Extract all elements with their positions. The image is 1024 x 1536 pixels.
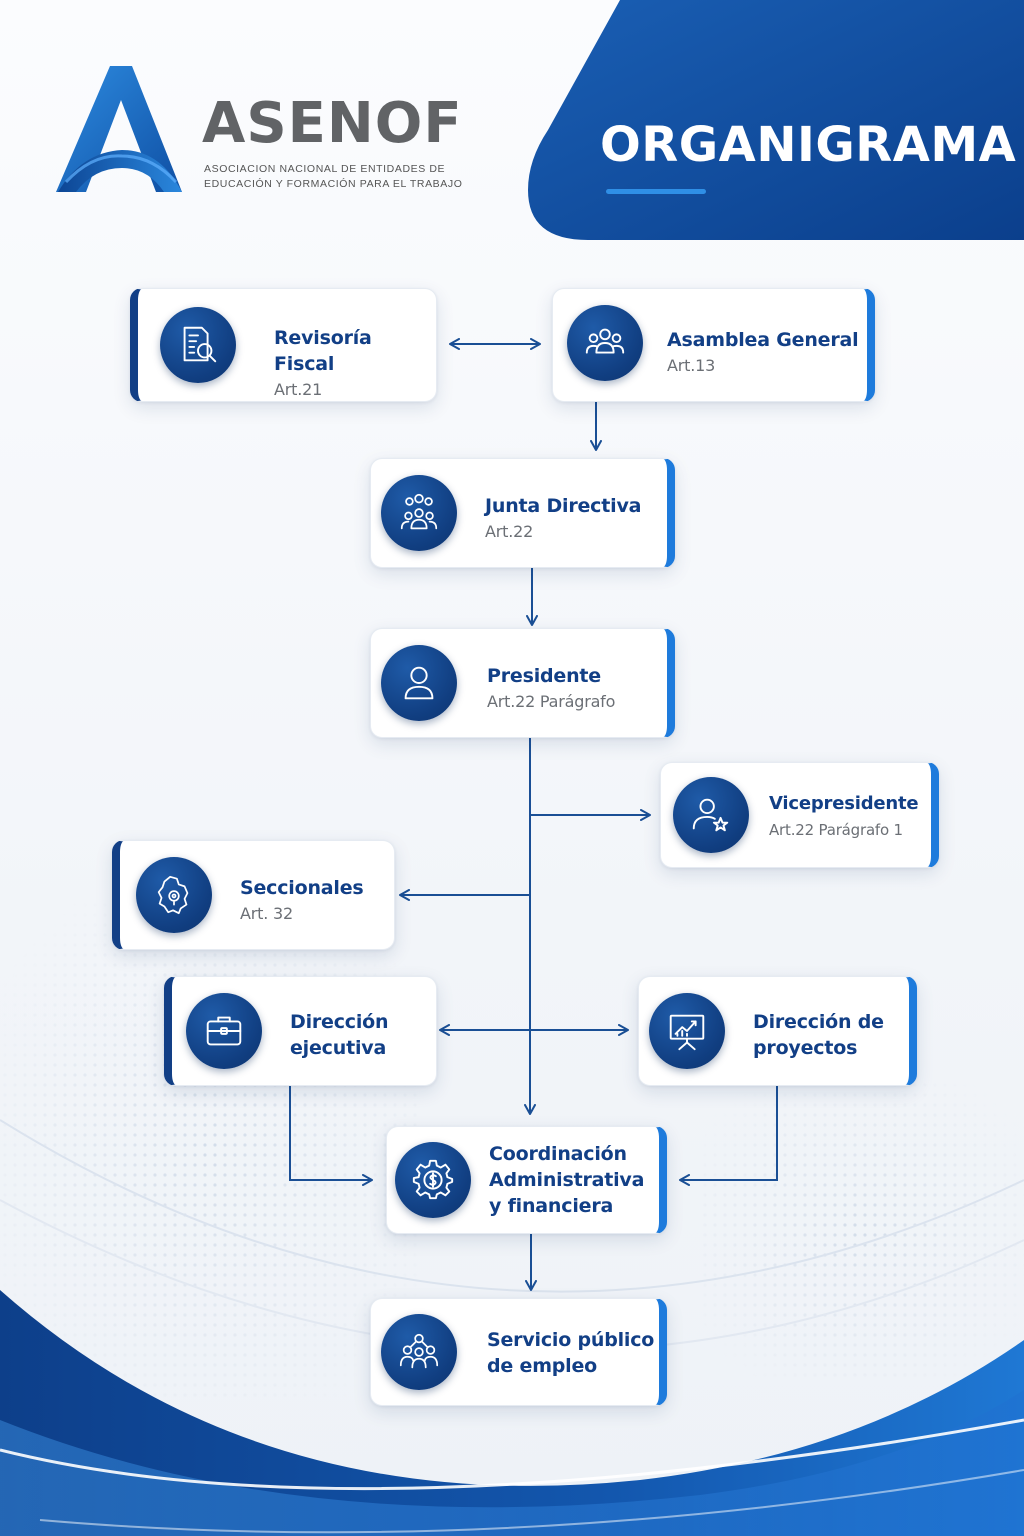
node-title: Junta Directiva (485, 495, 642, 517)
node-junta-directiva[interactable]: Junta Directiva Art.22 (370, 458, 675, 568)
page-title: ORGANIGRAMA (600, 117, 1017, 173)
logo-tagline-line2: EDUCACIÓN Y FORMACIÓN PARA EL TRABAJO (204, 178, 463, 190)
node-coordinacion-administrativa[interactable]: Coordinación Administrativa y financiera (386, 1126, 667, 1234)
node-article: Art.21 (274, 380, 323, 399)
node-title-line1: Servicio público (487, 1329, 655, 1351)
people-network-icon (381, 1314, 457, 1390)
document-search-icon (160, 307, 236, 383)
user-star-icon (673, 777, 749, 853)
node-title: Asamblea General (667, 329, 859, 351)
node-article: Art. 32 (240, 904, 293, 923)
node-title-line2: de empleo (487, 1355, 598, 1377)
node-title: Revisoría Fiscal (274, 327, 372, 375)
title-underline (606, 189, 706, 194)
asenof-logo-mark-icon (56, 66, 182, 192)
asenof-logo: ASENOF ASOCIACION NACIONAL DE ENTIDADES … (52, 64, 492, 204)
node-presidente[interactable]: Presidente Art.22 Parágrafo (370, 628, 675, 738)
node-article: Art.22 (485, 522, 534, 541)
node-seccionales[interactable]: Seccionales Art. 32 (112, 840, 395, 950)
node-article: Art.22 Parágrafo 1 (769, 821, 903, 839)
briefcase-icon (186, 993, 262, 1069)
node-title-line1: Dirección de (753, 1011, 884, 1033)
logo-tagline: ASOCIACION NACIONAL DE ENTIDADES DE EDUC… (204, 162, 504, 192)
presentation-chart-icon (649, 993, 725, 1069)
node-article: Art.13 (667, 356, 716, 375)
node-title-line2: Administrativa (489, 1169, 645, 1191)
node-vicepresidente[interactable]: Vicepresidente Art.22 Parágrafo 1 (660, 762, 939, 868)
logo-tagline-line1: ASOCIACION NACIONAL DE ENTIDADES DE (204, 163, 446, 175)
node-title: Presidente (487, 665, 601, 687)
node-revisoria-fiscal[interactable]: Revisoría Fiscal Art.21 (130, 288, 437, 402)
node-asamblea-general[interactable]: Asamblea General Art.13 (552, 288, 875, 402)
team-icon (381, 475, 457, 551)
node-title-line2: proyectos (753, 1037, 858, 1059)
gear-dollar-icon (395, 1142, 471, 1218)
node-title-line3: y financiera (489, 1195, 614, 1217)
node-title: Vicepresidente (769, 793, 919, 814)
node-article: Art.22 Parágrafo (487, 692, 616, 711)
node-direccion-ejecutiva[interactable]: Dirección ejecutiva (164, 976, 437, 1086)
logo-name: ASENOF (202, 91, 463, 156)
map-location-icon (136, 857, 212, 933)
node-title: Seccionales (240, 877, 364, 899)
node-servicio-publico-empleo[interactable]: Servicio público de empleo (370, 1298, 667, 1406)
node-title-line2: ejecutiva (290, 1037, 387, 1059)
user-icon (381, 645, 457, 721)
node-direccion-proyectos[interactable]: Dirección de proyectos (638, 976, 917, 1086)
node-title-line1: Dirección (290, 1011, 389, 1033)
node-title-line1: Coordinación (489, 1143, 627, 1165)
group-people-icon (567, 305, 643, 381)
